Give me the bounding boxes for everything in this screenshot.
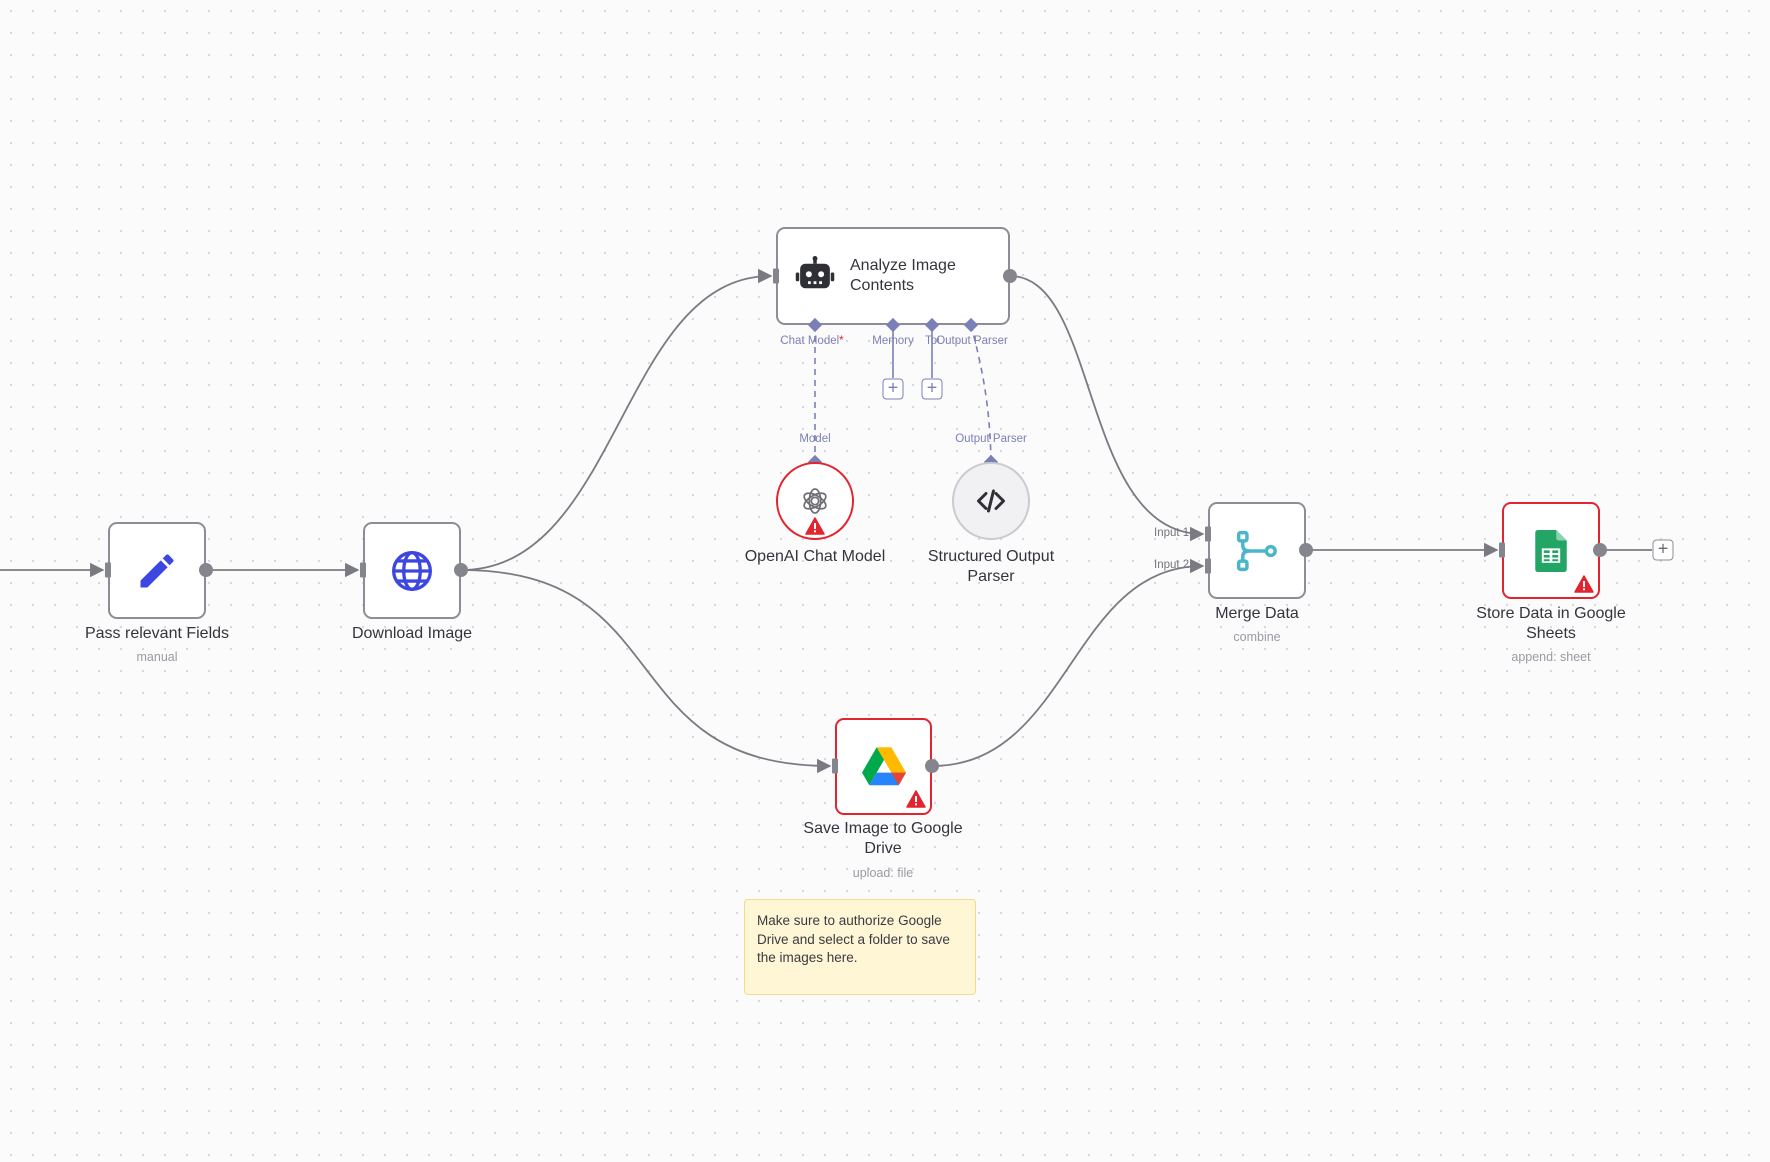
add-memory-button[interactable]: + xyxy=(882,378,904,400)
warning-icon[interactable] xyxy=(805,517,825,535)
add-next-node-button[interactable]: + xyxy=(1652,539,1674,561)
output-handle[interactable] xyxy=(1003,269,1017,283)
node-label-line2: Parser xyxy=(967,568,1015,585)
node-label-line2: Contents xyxy=(850,277,915,294)
code-icon xyxy=(977,489,1005,513)
output-handle[interactable] xyxy=(1593,543,1607,557)
node-label-line1: Structured Output xyxy=(927,548,1055,565)
pencil-icon xyxy=(140,553,174,587)
output-handle[interactable] xyxy=(199,563,213,577)
node-pass-relevant-fields[interactable] xyxy=(108,522,206,619)
node-label-line1: Analyze Image xyxy=(850,257,956,274)
sticky-note[interactable]: Make sure to authorize Google Drive and … xyxy=(744,899,976,995)
output-handle[interactable] xyxy=(925,759,939,773)
node-label: Merge Data xyxy=(1215,605,1299,622)
node-analyze-image-contents[interactable]: Analyze Image Contents xyxy=(776,227,1010,325)
input-handle[interactable] xyxy=(1499,542,1505,558)
node-label-line1: Save Image to Google xyxy=(803,820,963,837)
node-label: OpenAI Chat Model xyxy=(744,548,886,565)
input-handle-1[interactable] xyxy=(1205,526,1211,542)
node-download-image[interactable] xyxy=(363,522,461,619)
node-merge-data[interactable] xyxy=(1208,502,1306,599)
node-label-line2: Sheets xyxy=(1526,625,1576,642)
sub-label-tool: Tool xyxy=(925,335,939,347)
google-drive-icon xyxy=(861,746,906,785)
openai-icon xyxy=(803,488,827,514)
node-label: Download Image xyxy=(351,625,473,642)
node-subtitle: combine xyxy=(1233,630,1281,644)
node-subtitle: upload: file xyxy=(852,866,914,880)
warning-icon[interactable] xyxy=(906,790,926,808)
warning-icon[interactable] xyxy=(1574,575,1594,593)
node-label: Structured Output Parser xyxy=(928,547,1054,587)
connector-label-model: Model xyxy=(799,433,831,445)
globe-icon xyxy=(392,550,432,591)
sub-label-output-parser: Output Parser xyxy=(936,335,1008,347)
input-handle[interactable] xyxy=(773,268,779,284)
input-label-2: Input 2 xyxy=(1154,559,1190,571)
sub-label-memory: Memory xyxy=(872,335,914,347)
input-handle[interactable] xyxy=(105,562,111,578)
robot-icon xyxy=(795,256,835,289)
node-label: Store Data in Google Sheets xyxy=(1476,604,1625,644)
node-structured-output-parser[interactable] xyxy=(952,462,1030,540)
input-handle[interactable] xyxy=(360,562,366,578)
node-label: Save Image to Google Drive xyxy=(803,819,962,859)
edge-drive-to-merge[interactable] xyxy=(931,558,1205,767)
edge-download-to-analyze[interactable] xyxy=(460,268,773,571)
connector-label-output-parser: Output Parser xyxy=(955,433,1027,445)
google-sheets-icon xyxy=(1535,529,1567,572)
node-label: Pass relevant Fields xyxy=(84,625,230,642)
edge-download-to-drive[interactable] xyxy=(460,569,832,774)
node-label-line1: Store Data in Google xyxy=(1476,605,1626,622)
node-label-line2: Drive xyxy=(864,840,902,857)
output-handle[interactable] xyxy=(1299,543,1313,557)
input-label-1: Input 1 xyxy=(1154,527,1190,539)
add-tool-button[interactable]: + xyxy=(921,378,943,400)
input-handle[interactable] xyxy=(832,758,838,774)
input-handle-2[interactable] xyxy=(1205,558,1211,574)
node-subtitle: append: sheet xyxy=(1511,650,1591,664)
edge-output-parser-link[interactable] xyxy=(970,324,992,463)
sub-label-chat-model: Chat Model* xyxy=(780,335,844,347)
merge-icon xyxy=(1236,530,1277,571)
edge-analyze-to-merge[interactable] xyxy=(1009,275,1205,542)
node-subtitle: manual xyxy=(136,650,178,664)
output-handle[interactable] xyxy=(454,563,468,577)
